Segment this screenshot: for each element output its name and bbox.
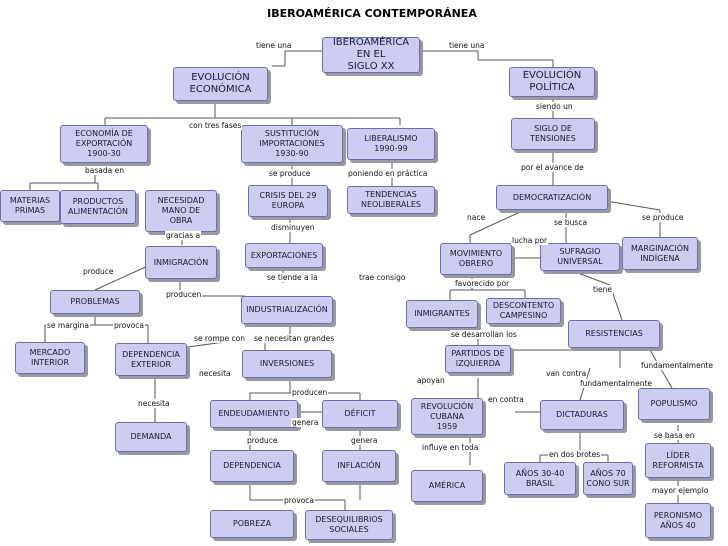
- link-label: se rompe con: [193, 334, 246, 343]
- link-label: se tiende a la: [266, 273, 319, 282]
- node-endeudamiento[interactable]: ENDEUDAMIENTO: [210, 400, 298, 428]
- node-exportaciones[interactable]: EXPORTACIONES: [245, 243, 323, 268]
- link-label: genera: [350, 436, 379, 445]
- link-label: tiene una: [448, 41, 486, 50]
- node-pobreza[interactable]: POBREZA: [210, 510, 294, 538]
- node-revolucion-cubana[interactable]: REVOLUCIÓN CUBANA 1959: [411, 398, 483, 435]
- node-movimiento-obrero[interactable]: MOVIMIENTO OBRERO: [440, 243, 512, 275]
- node-inversiones[interactable]: INVERSIONES: [242, 350, 332, 378]
- node-anos-30-40[interactable]: AÑOS 30-40 BRASIL: [504, 462, 576, 495]
- link-label: producen: [165, 290, 203, 299]
- link-label: provoca: [113, 321, 146, 330]
- link-label: necesita: [198, 369, 232, 378]
- node-america[interactable]: AMÉRICA: [411, 470, 483, 502]
- node-demanda[interactable]: DEMANDA: [115, 422, 187, 452]
- node-dependencia[interactable]: DEPENDENCIA: [210, 450, 294, 482]
- node-mercado-interior[interactable]: MERCADO INTERIOR: [15, 342, 85, 374]
- link-label: necesita: [137, 399, 171, 408]
- link-label: se basa en: [653, 431, 696, 440]
- node-industrializacion[interactable]: INDUSTRIALIZACIÓN: [241, 296, 333, 324]
- node-lider-reformista[interactable]: LÍDER REFORMISTA: [645, 443, 711, 478]
- node-anos-70[interactable]: AÑOS 70 CONO SUR: [583, 462, 633, 495]
- link-label: favorecido por: [454, 279, 511, 288]
- node-resistencias[interactable]: RESISTENCIAS: [568, 320, 660, 348]
- link-label: genera: [291, 418, 320, 427]
- node-populismo[interactable]: POPULISMO: [638, 388, 710, 420]
- link-label: producen: [291, 388, 329, 397]
- node-desequilibrios-sociales[interactable]: DESEQUILIBRIOS SOCIALES: [305, 510, 393, 540]
- link-label: influye en toda: [421, 443, 480, 452]
- node-iberoamerica[interactable]: IBEROAMÉRICA EN EL SIGLO XX: [322, 37, 420, 73]
- link-label: poniendo en práctica: [347, 169, 429, 178]
- link-label: fundamentalmente: [579, 379, 654, 388]
- link-label: trae consigo: [358, 273, 407, 282]
- node-problemas[interactable]: PROBLEMAS: [50, 290, 140, 314]
- node-crisis-29[interactable]: CRISIS DEL 29 EUROPA: [248, 185, 328, 217]
- node-dependencia-exterior[interactable]: DEPENDENCIA EXTERIOR: [115, 343, 187, 376]
- node-liberalismo[interactable]: LIBERALISMO 1990-99: [347, 128, 435, 160]
- link-label: en dos brotes: [548, 450, 602, 459]
- link-label: gracias a: [165, 231, 202, 240]
- link-label: mayor ejemplo: [651, 486, 710, 495]
- link-label: en contra: [487, 395, 525, 404]
- link-label: van contra: [545, 369, 588, 378]
- link-label: se produce: [268, 169, 312, 178]
- node-descontento-campesino[interactable]: DESCONTENTO CAMPESINO: [486, 298, 561, 324]
- link-label: provoca: [283, 496, 316, 505]
- link-label: apoyan: [416, 376, 446, 385]
- link-label: basada en: [84, 166, 125, 175]
- node-democratizacion[interactable]: DEMOCRATIZACIÓN: [496, 185, 608, 210]
- link-label: se necesitan grandes: [253, 334, 336, 343]
- node-tendencias-neoliberales[interactable]: TENDENCIAS NEOLIBERALES: [347, 186, 435, 214]
- node-inmigracion[interactable]: INMIGRACIÓN: [145, 246, 217, 279]
- node-necesidad-mano-obra[interactable]: NECESIDAD MANO DE OBRA: [145, 190, 217, 232]
- link-label: con tres fases: [188, 121, 243, 130]
- node-inflacion[interactable]: INFLACIÓN: [322, 450, 396, 482]
- link-label: se produce: [641, 213, 685, 222]
- node-deficit[interactable]: DÉFICIT: [322, 400, 398, 428]
- link-label: tiene: [592, 285, 614, 294]
- node-economia-exportacion[interactable]: ECONOMÍA DE EXPORTACIÓN 1900-30: [60, 125, 148, 163]
- link-label: produce: [82, 267, 115, 276]
- link-label: produce: [246, 436, 279, 445]
- node-sustitucion-importaciones[interactable]: SUSTITUCIÓN IMPORTACIONES 1930-90: [241, 125, 343, 163]
- node-partidos-izquierda[interactable]: PARTIDOS DE IZQUIERDA: [445, 345, 511, 373]
- link-label: disminuyen: [270, 223, 316, 232]
- node-dictaduras[interactable]: DICTADURAS: [540, 400, 624, 430]
- node-evolucion-economica[interactable]: EVOLUCIÓN ECONÓMICA: [173, 67, 268, 101]
- link-label: tiene una: [255, 41, 293, 50]
- node-sufragio-universal[interactable]: SUFRAGIO UNIVERSAL: [540, 243, 620, 271]
- link-label: se busca: [553, 218, 589, 227]
- link-label: nace: [466, 213, 487, 222]
- node-siglo-tensiones[interactable]: SIGLO DE TENSIONES: [511, 118, 595, 150]
- link-label: por el avance de: [520, 163, 585, 172]
- link-label: siendo un: [535, 102, 574, 111]
- node-materias-primas[interactable]: MATERIAS PRIMAS: [0, 190, 60, 222]
- link-label: fundamentalmente: [640, 361, 715, 370]
- link-label: lucha por: [511, 236, 549, 245]
- page-title: IBEROAMÉRICA CONTEMPORÁNEA: [267, 7, 477, 20]
- node-inmigrantes[interactable]: INMIGRANTES: [406, 300, 478, 328]
- link-label: se desarrollan los: [450, 330, 518, 339]
- node-productos-alimentacion[interactable]: PRODUCTOS ALIMENTACIÓN: [60, 190, 136, 224]
- node-peronismo[interactable]: PERONISMO AÑOS 40: [645, 503, 711, 538]
- node-evolucion-politica[interactable]: EVOLUCIÓN POLÍTICA: [509, 67, 595, 97]
- node-marginacion-indigena[interactable]: MARGINACIÓN INDÍGENA: [622, 237, 698, 270]
- link-label: se margina: [46, 321, 90, 330]
